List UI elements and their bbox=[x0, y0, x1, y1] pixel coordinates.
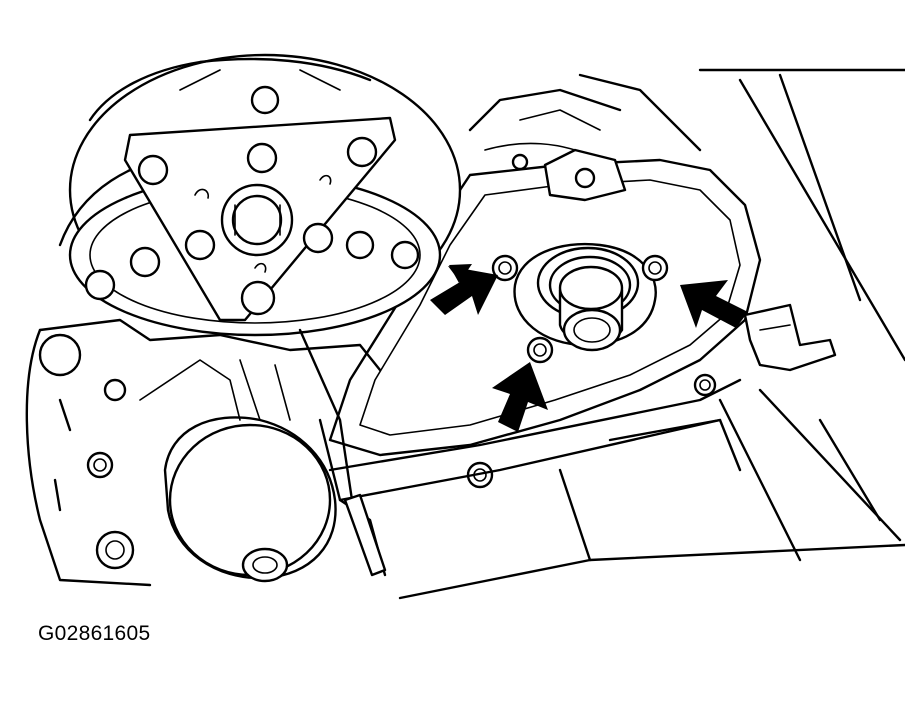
arrow-icon bbox=[492, 362, 548, 432]
arrow-icon bbox=[430, 266, 498, 315]
arrow-icon bbox=[449, 264, 472, 283]
bracket-assembly bbox=[25, 318, 387, 587]
engine-block bbox=[398, 68, 905, 600]
right-bracket bbox=[743, 303, 837, 372]
holding-tool-plate bbox=[123, 116, 397, 322]
pump-bolt bbox=[526, 336, 554, 364]
water-pump bbox=[513, 242, 657, 352]
pump-bolt bbox=[491, 254, 519, 282]
pump-bolt bbox=[641, 254, 669, 282]
arrow-icon bbox=[680, 280, 748, 328]
idler-pulley bbox=[163, 416, 337, 583]
figure-caption: G02861605 bbox=[38, 622, 151, 645]
